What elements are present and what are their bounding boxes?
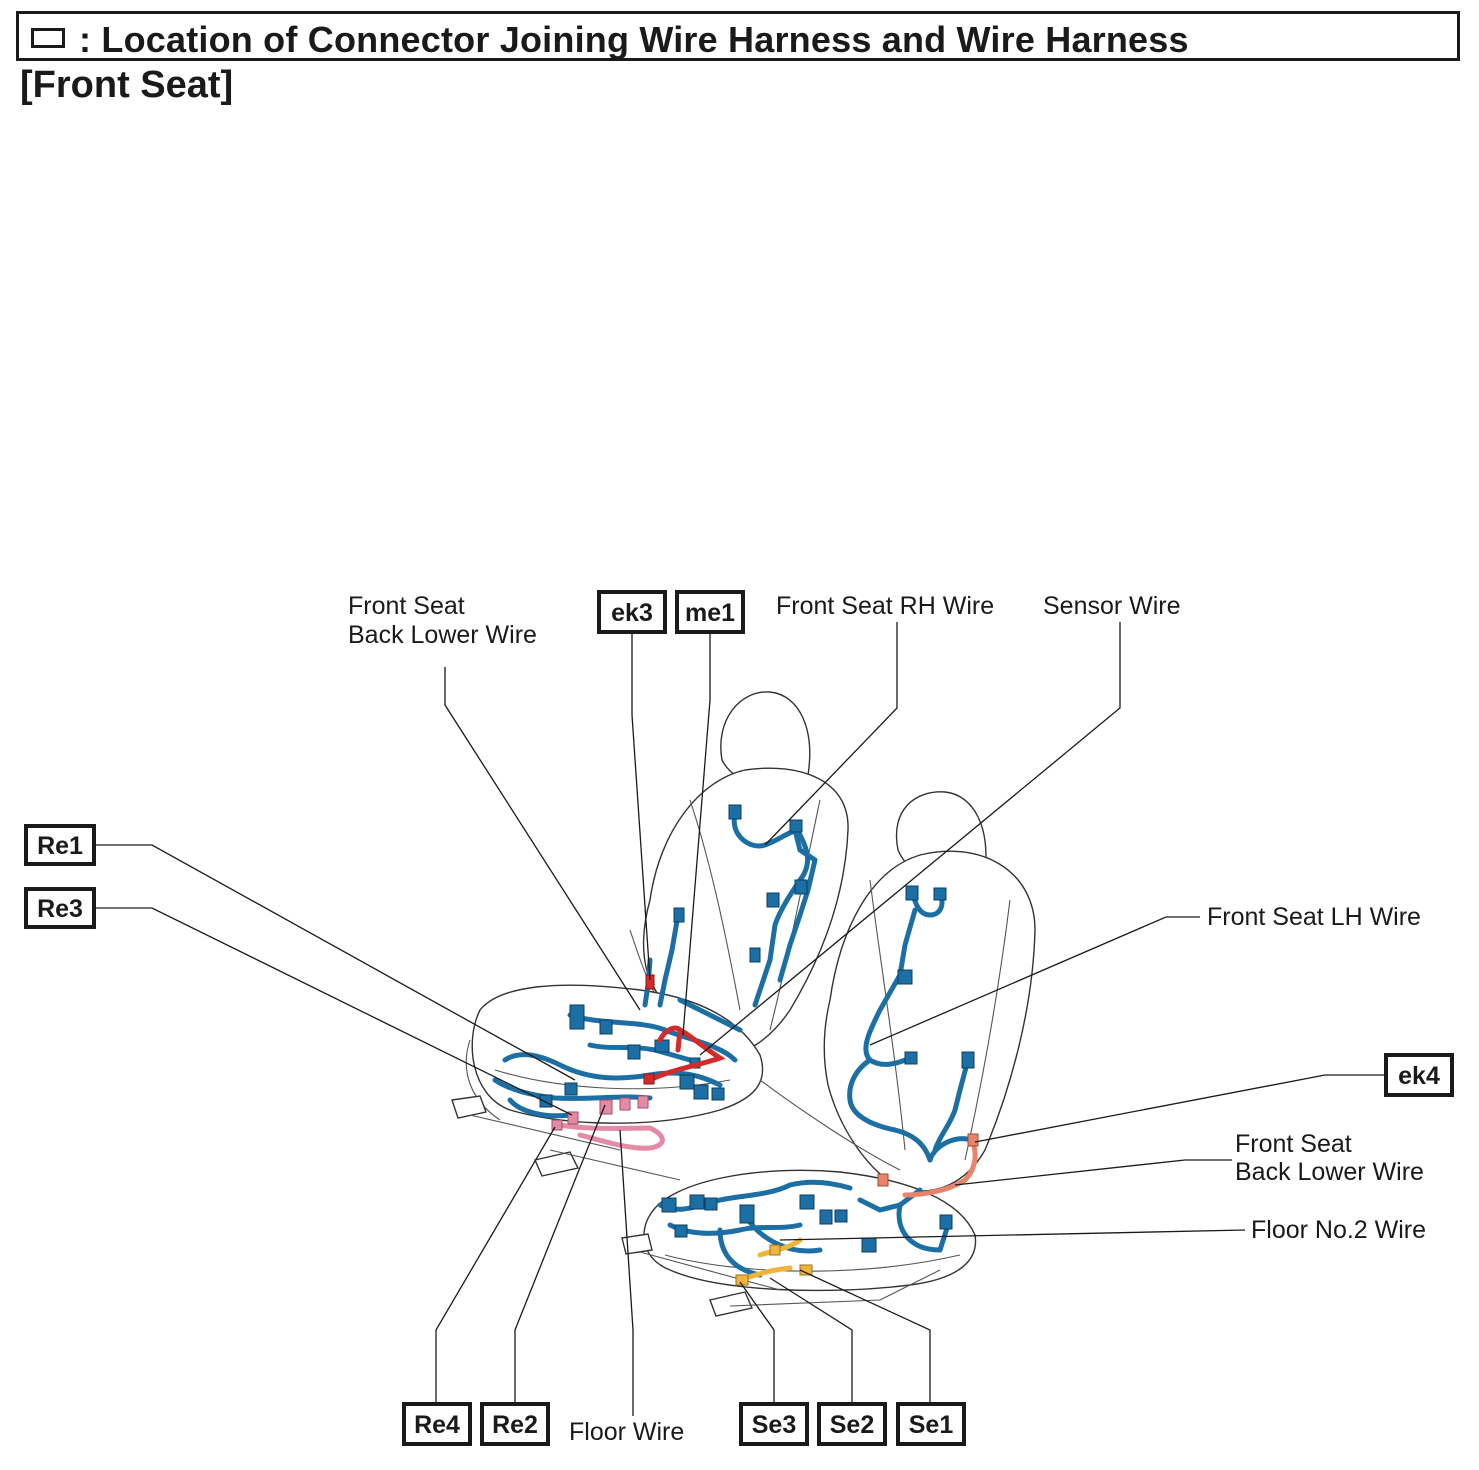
connector-re4: Re4 — [402, 1402, 472, 1446]
leader-lines — [96, 622, 1385, 1416]
connector-me1-label: me1 — [685, 599, 735, 627]
connector-re3: Re3 — [24, 887, 96, 929]
connector-re4-label: Re4 — [414, 1411, 460, 1439]
label-front-seat-back-lower-wire-right-2: Back Lower Wire — [1235, 1158, 1424, 1186]
connector-re2: Re2 — [480, 1402, 550, 1446]
label-front-seat-lh-wire: Front Seat LH Wire — [1207, 903, 1421, 931]
connector-ek4: ek4 — [1384, 1053, 1454, 1097]
label-front-seat-back-lower-wire-top-2: Back Lower Wire — [348, 621, 537, 649]
connector-symbol-icon — [31, 28, 65, 48]
connector-ek4-label: ek4 — [1398, 1062, 1440, 1090]
connector-re1-label: Re1 — [37, 832, 83, 860]
connector-se2: Se2 — [817, 1402, 887, 1446]
label-front-seat-back-lower-wire-top-1: Front Seat — [348, 592, 465, 620]
left-seat-harness — [492, 804, 818, 1119]
connector-se3-label: Se3 — [752, 1411, 796, 1439]
label-front-seat-rh-wire: Front Seat RH Wire — [776, 592, 994, 620]
page-subtitle: [Front Seat] — [20, 64, 234, 106]
label-front-seat-back-lower-wire-right-1: Front Seat — [1235, 1130, 1352, 1158]
title-box: : Location of Connector Joining Wire Har… — [16, 11, 1460, 61]
connector-re1: Re1 — [24, 824, 96, 866]
joint-connectors-colored — [551, 974, 979, 1286]
label-floor-wire: Floor Wire — [569, 1418, 684, 1446]
connector-se3: Se3 — [739, 1402, 809, 1446]
connector-se1: Se1 — [896, 1402, 966, 1446]
connector-ek3: ek3 — [597, 590, 667, 634]
label-floor-no2-wire: Floor No.2 Wire — [1251, 1216, 1426, 1244]
connector-re3-label: Re3 — [37, 895, 83, 923]
left-seat-outline — [451, 691, 849, 1181]
connector-se1-label: Se1 — [909, 1411, 954, 1439]
right-seat-harness — [657, 885, 975, 1278]
connector-ek3-label: ek3 — [611, 599, 653, 627]
page-title: : Location of Connector Joining Wire Har… — [79, 19, 1189, 60]
label-sensor-wire: Sensor Wire — [1043, 592, 1181, 620]
connector-me1: me1 — [675, 590, 745, 634]
connector-re2-label: Re2 — [492, 1411, 538, 1439]
connector-se2-label: Se2 — [830, 1411, 874, 1439]
